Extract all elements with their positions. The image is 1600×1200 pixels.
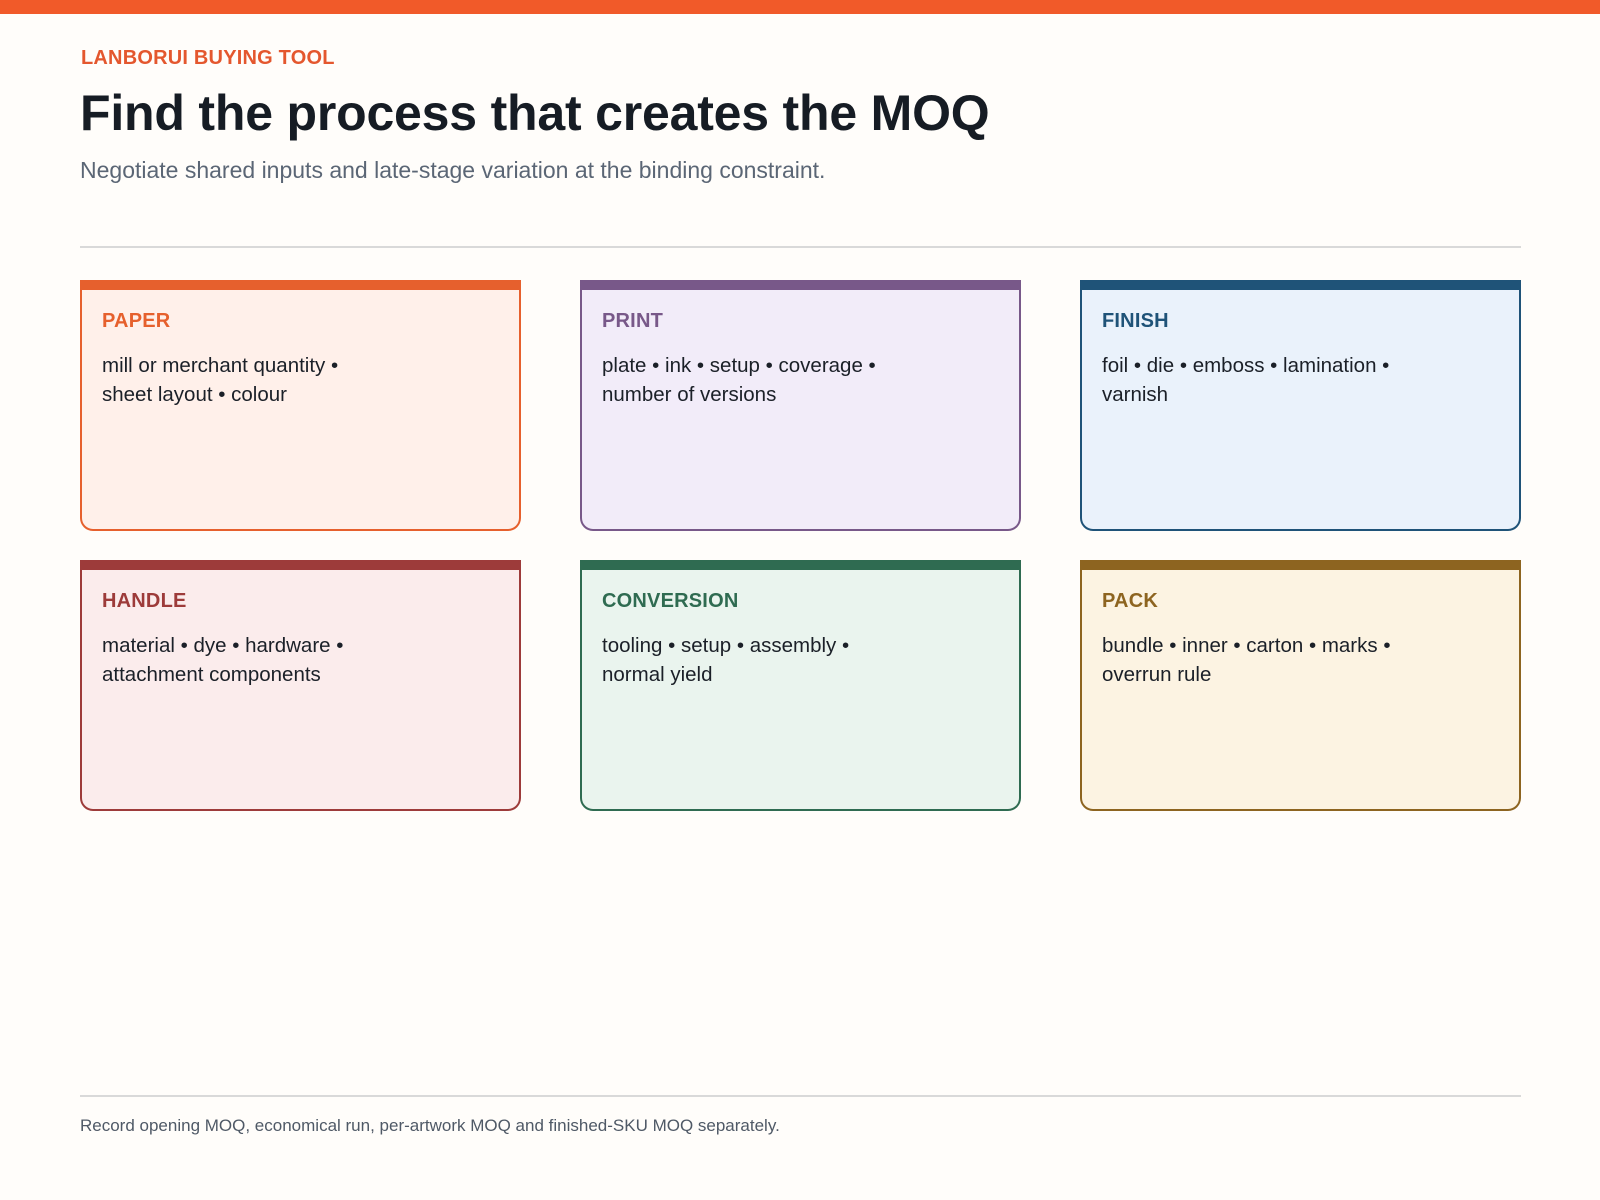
card-text: material • dye • hardware • attachment c… (102, 634, 344, 686)
eyebrow-label: LANBORUI BUYING TOOL (81, 47, 335, 69)
card-label: PAPER (102, 310, 171, 332)
brand-top-bar (0, 0, 1600, 14)
card-label: PRINT (602, 310, 663, 332)
footer-divider (80, 1095, 1521, 1097)
page-subtitle: Negotiate shared inputs and late-stage v… (80, 157, 826, 183)
card-label: HANDLE (102, 590, 187, 612)
footer-note: Record opening MOQ, economical run, per-… (80, 1116, 780, 1135)
card-label: FINISH (1102, 310, 1169, 332)
card-label: CONVERSION (602, 590, 739, 612)
card-label: PACK (1102, 590, 1158, 612)
card-print: PRINT plate • ink • setup • coverage • n… (580, 280, 1021, 531)
header-divider (80, 246, 1521, 248)
card-text: tooling • setup • assembly • normal yiel… (602, 634, 850, 686)
card-text: plate • ink • setup • coverage • number … (602, 354, 876, 406)
card-finish: FINISH foil • die • emboss • lamination … (1080, 280, 1521, 531)
card-text: mill or merchant quantity • sheet layout… (102, 354, 339, 406)
card-text: foil • die • emboss • lamination • varni… (1102, 354, 1390, 406)
page-title: Find the process that creates the MOQ (80, 85, 990, 141)
card-text: bundle • inner • carton • marks • overru… (1102, 634, 1391, 686)
card-paper: PAPER mill or merchant quantity • sheet … (80, 280, 521, 531)
card-handle: HANDLE material • dye • hardware • attac… (80, 560, 521, 811)
card-pack: PACK bundle • inner • carton • marks • o… (1080, 560, 1521, 811)
card-conversion: CONVERSION tooling • setup • assembly • … (580, 560, 1021, 811)
